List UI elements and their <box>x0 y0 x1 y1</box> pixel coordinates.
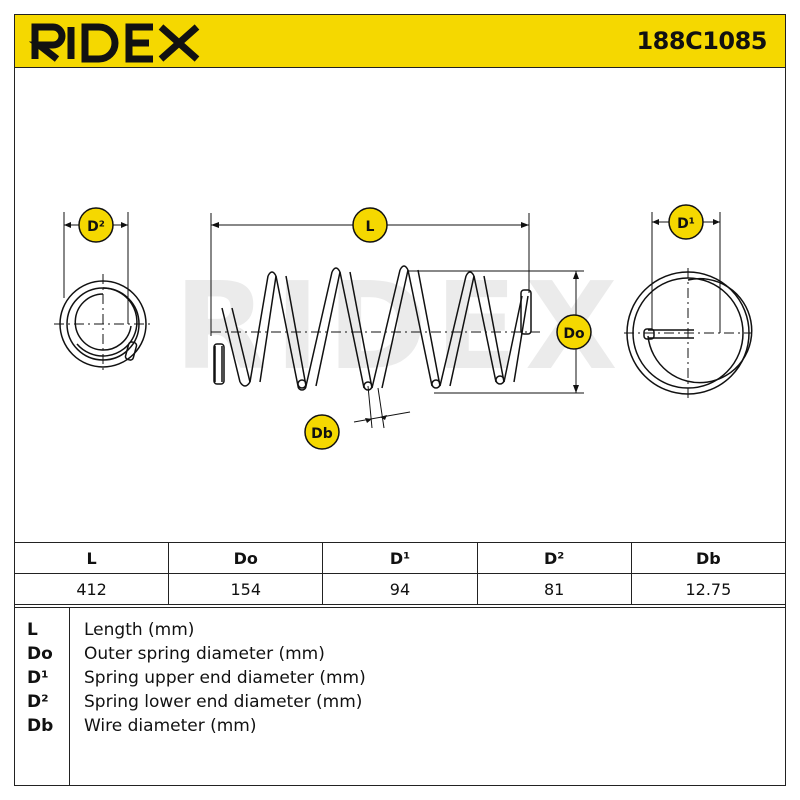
header-bar: 188C1085 <box>14 14 786 68</box>
lower-end-view <box>54 212 152 374</box>
badge-do: Do <box>556 314 592 350</box>
spec-header-cell: L <box>13 542 170 574</box>
badge-d1: D¹ <box>668 204 704 240</box>
legend-description: Wire diameter (mm) <box>84 716 257 736</box>
spec-header-cell: D¹ <box>322 542 478 574</box>
spec-table-header-row: L Do D¹ D² Db <box>13 542 787 574</box>
legend-symbol: D¹ <box>27 668 49 688</box>
spec-value-cell: 12.75 <box>630 573 787 605</box>
part-number: 188C1085 <box>636 27 767 55</box>
upper-end-view <box>624 212 753 398</box>
spec-value-cell: 94 <box>322 573 478 605</box>
spec-value-cell: 412 <box>13 573 170 605</box>
legend-divider <box>69 608 70 785</box>
badge-do-text: Do <box>563 326 585 342</box>
spring-side-view <box>210 213 584 429</box>
legend-symbol: L <box>27 620 38 640</box>
legend-row: Do Outer spring diameter (mm) <box>15 644 785 668</box>
legend-symbol: Do <box>27 644 53 664</box>
spec-value-cell: 81 <box>476 573 632 605</box>
badge-db-text: Db <box>311 426 333 442</box>
badge-l-text: L <box>366 219 375 235</box>
legend-row: D¹ Spring upper end diameter (mm) <box>15 668 785 692</box>
legend-description: Length (mm) <box>84 620 195 640</box>
spec-header-cell: Do <box>168 542 324 574</box>
legend-description: Spring lower end diameter (mm) <box>84 692 363 712</box>
spring-drawing: RIDEX <box>54 204 753 450</box>
legend: L Length (mm) Do Outer spring diameter (… <box>14 607 786 786</box>
legend-symbol: Db <box>27 716 54 736</box>
badge-l: L <box>352 207 388 243</box>
legend-description: Outer spring diameter (mm) <box>84 644 325 664</box>
badge-d1-text: D¹ <box>677 216 695 232</box>
legend-description: Spring upper end diameter (mm) <box>84 668 366 688</box>
ridex-logo <box>29 23 200 63</box>
badge-d2: D² <box>78 207 114 243</box>
spec-value-cell: 154 <box>168 573 324 605</box>
legend-row: D² Spring lower end diameter (mm) <box>15 692 785 716</box>
legend-row: L Length (mm) <box>15 620 785 644</box>
legend-row: Db Wire diameter (mm) <box>15 716 785 740</box>
legend-symbol: D² <box>27 692 49 712</box>
badge-d2-text: D² <box>87 219 105 235</box>
badge-db: Db <box>304 414 340 450</box>
spec-header-cell: Db <box>630 542 787 574</box>
spec-header-cell: D² <box>476 542 632 574</box>
spec-table-value-row: 412 154 94 81 12.75 <box>13 573 787 605</box>
spec-table: L Do D¹ D² Db 412 154 94 81 12.75 <box>13 542 787 605</box>
